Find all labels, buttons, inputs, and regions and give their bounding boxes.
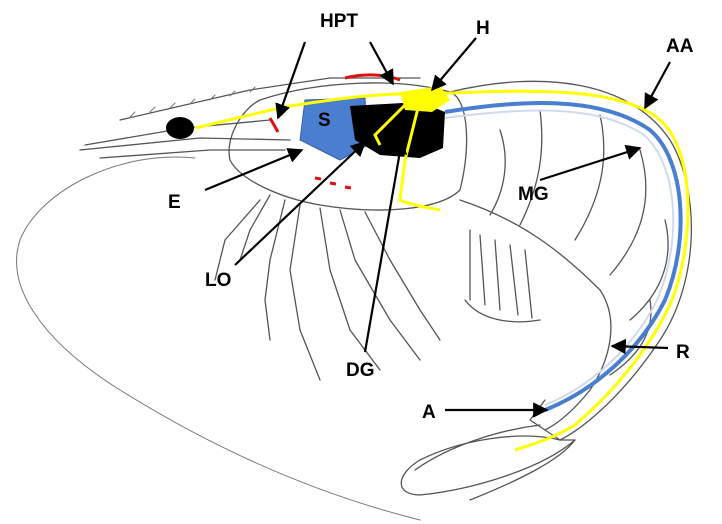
swimmerets bbox=[465, 230, 540, 322]
antenna bbox=[17, 157, 420, 520]
label-r: R bbox=[676, 342, 690, 363]
label-hpt: HPT bbox=[320, 11, 358, 32]
label-s: S bbox=[318, 110, 331, 131]
label-lo: LO bbox=[205, 270, 231, 291]
eye bbox=[166, 117, 194, 139]
label-a: A bbox=[422, 402, 436, 423]
walking-legs bbox=[215, 195, 440, 380]
label-e: E bbox=[168, 192, 181, 213]
label-dg: DG bbox=[346, 360, 375, 381]
heart bbox=[400, 86, 450, 112]
label-aa: AA bbox=[666, 36, 694, 57]
label-mg: MG bbox=[518, 184, 549, 205]
label-h: H bbox=[476, 18, 490, 39]
